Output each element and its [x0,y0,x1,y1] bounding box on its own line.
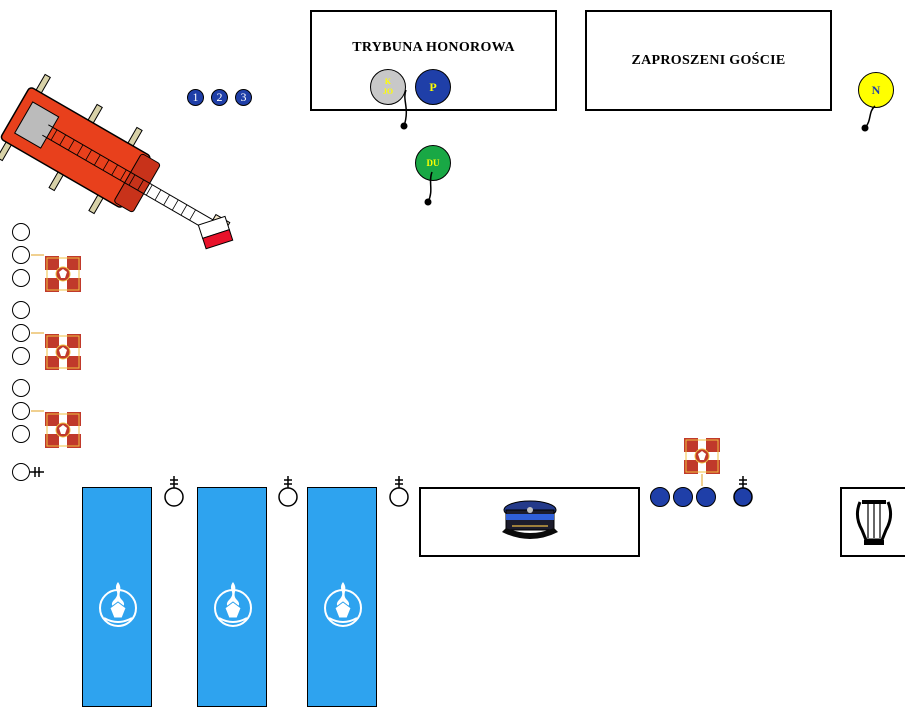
ensign-flag-icon [45,256,81,292]
number-1: 1 [192,90,199,104]
officers-unit-box [419,487,640,557]
band-leader-marker [733,476,753,507]
person-marker [12,347,30,365]
subunit-commander-marker [389,476,409,507]
officer-cap-icon [501,500,558,539]
ensign-flag-icon [45,412,81,448]
kjo-token: K JO [370,69,406,105]
orchestra-box [840,487,905,557]
guests-stand: ZAPROSZENI GOŚCIE [585,10,832,111]
number-token-1: 1 [187,89,204,106]
unit-banner [197,487,267,707]
person-marker [12,246,30,264]
person-marker [12,324,30,342]
number-3: 3 [240,90,247,104]
person-marker [12,269,30,287]
kjo-token-bottom: JO [382,87,394,96]
person-marker [12,379,30,397]
person-marker [12,301,30,319]
number-2: 2 [216,90,223,104]
ensign-flag-icon [45,334,81,370]
du-token-label: DU [426,158,440,168]
flag-party-marker [673,487,693,507]
person-marker [12,425,30,443]
p-token-label: P [429,79,437,94]
firefighter-emblem-icon [99,582,137,627]
person-marker [12,223,30,241]
ensign-flag-icon [684,438,720,474]
number-token-3: 3 [235,89,252,106]
number-token-2: 2 [211,89,228,106]
kjo-pointer-dot [400,122,408,130]
commander-marker [12,463,30,481]
flag-party-marker [650,487,670,507]
n-pointer-dot [861,124,869,132]
flag-party-marker [696,487,716,507]
firefighter-emblem-icon [214,582,252,627]
lyre-icon [855,500,893,545]
p-token: P [415,69,451,105]
person-marker [12,402,30,420]
honorary-stand-label: TRYBUNA HONOROWA [352,40,515,55]
unit-banner [82,487,152,707]
kjo-pointer [403,89,408,127]
n-token-label: N [871,82,881,97]
du-token: DU [415,145,451,181]
kjo-token-top: K [384,77,392,86]
subunit-commander-marker [164,476,184,507]
firefighter-emblem-icon [324,582,362,627]
du-pointer-dot [424,198,432,206]
subunit-commander-marker [278,476,298,507]
guests-stand-label: ZAPROSZENI GOŚCIE [631,52,786,68]
n-token: N [858,72,894,108]
